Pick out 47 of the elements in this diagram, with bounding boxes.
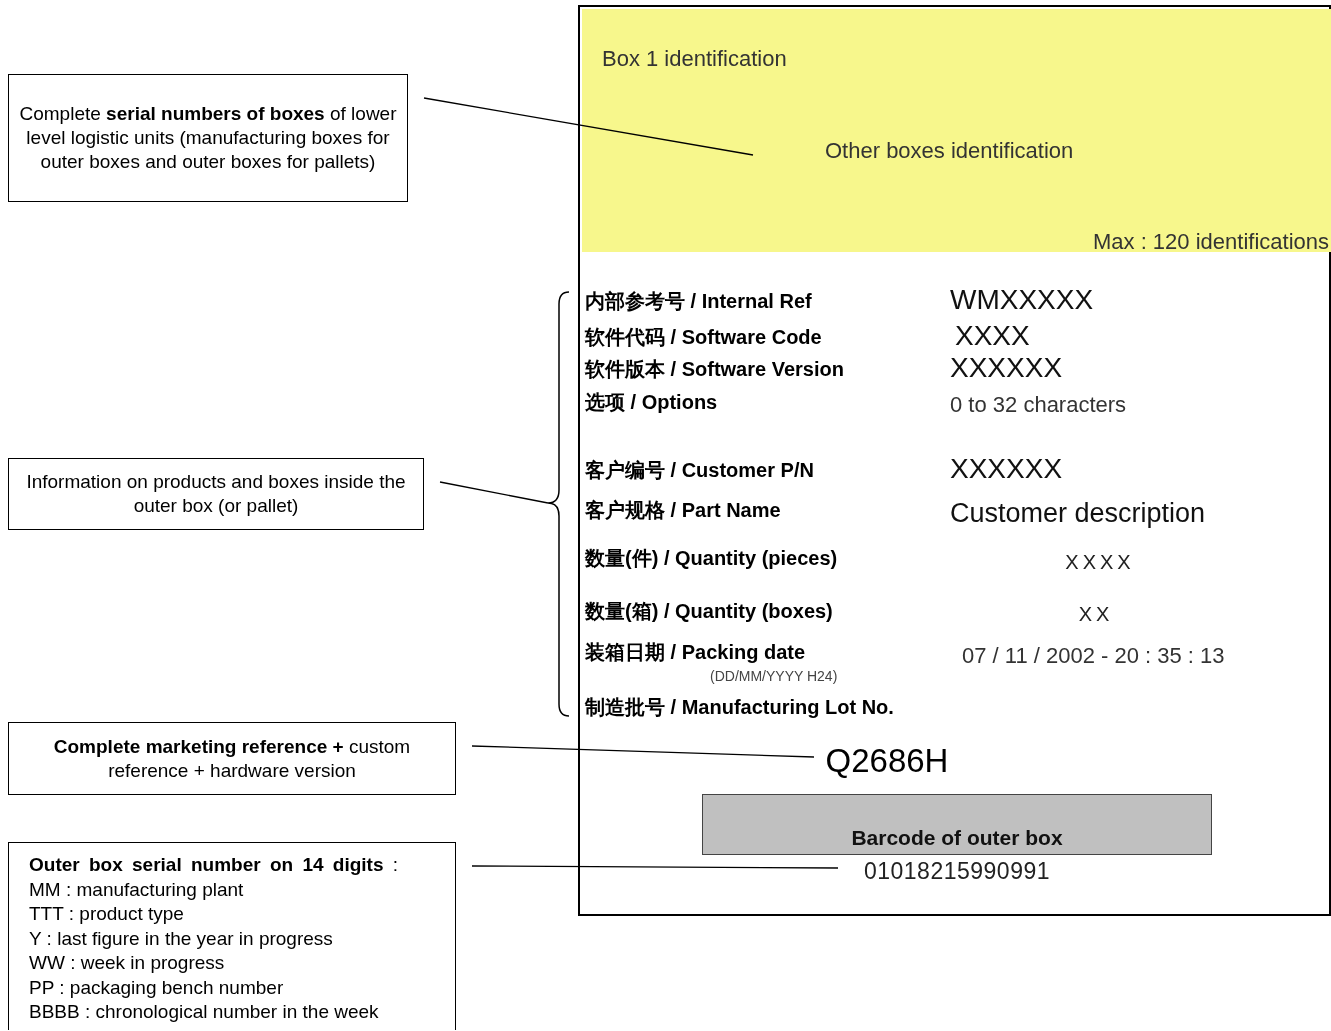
barcode-bar — [702, 794, 1212, 855]
barcode-caption: Barcode of outer box — [851, 824, 1063, 851]
field-name: 制造批号 / Manufacturing Lot No. — [585, 695, 894, 720]
callout-text: WW : week in progress — [29, 951, 226, 975]
field-value: XXXXXX — [950, 351, 1063, 385]
callout-box — [8, 458, 424, 530]
band-text: Other boxes identification — [825, 137, 1074, 165]
callout-box — [8, 74, 408, 202]
field-value: WMXXXXX — [950, 283, 1094, 317]
field-name: 客户规格 / Part Name — [585, 498, 781, 523]
leader-line — [471, 745, 815, 758]
callout-text: PP : packaging bench number — [29, 975, 285, 1000]
field-value: XX — [1077, 602, 1115, 627]
callout-text: MM : manufacturing plant — [29, 877, 245, 902]
leader-line — [423, 97, 754, 156]
callout-box — [8, 722, 456, 795]
field-name: 装箱日期 / Packing date — [585, 640, 806, 665]
callout-text: Outer box serial number on 14 digits : — [29, 853, 400, 877]
callout-text: Complete marketing reference + custom reference + hardware version — [52, 734, 412, 783]
field-value: XXXX — [1064, 550, 1136, 575]
label-panel — [578, 5, 1331, 916]
format-hint: (DD/MM/YYYY H24) — [710, 667, 838, 686]
callout-text: Y : last figure in the year in progress — [29, 926, 334, 951]
leader-line — [439, 481, 549, 504]
field-name: 数量(箱) / Quantity (boxes) — [585, 599, 833, 624]
callout-box — [8, 842, 456, 1030]
band-heading: Box 1 identification — [602, 45, 787, 73]
callout-text: Information on products and boxes inside the outer box (or pallet) — [25, 470, 407, 518]
field-name: 软件代码 / Software Code — [585, 325, 822, 350]
field-value: XXXXXX — [950, 452, 1063, 486]
band-note: Max : 120 identifications — [1092, 228, 1329, 256]
field-value: 07 / 11 / 2002 - 20 : 35 : 13 — [962, 642, 1225, 670]
field-name: 数量(件) / Quantity (pieces) — [585, 546, 838, 571]
field-value: 0 to 32 characters — [950, 391, 1127, 419]
field-name: 内部参考号 / Internal Ref — [585, 289, 812, 314]
callout-text: BBBB : chronological number in the week — [29, 1000, 380, 1024]
reference-code: Q2686H — [815, 740, 959, 782]
callout-text: TTT : product type — [29, 902, 185, 926]
field-name: 客户编号 / Customer P/N — [585, 458, 814, 483]
leader-line — [471, 865, 839, 869]
field-name: 选项 / Options — [585, 390, 718, 415]
field-value: XXXX — [955, 319, 1030, 353]
identification-band — [582, 9, 1331, 252]
callout-text: Complete serial numbers of boxes of lower level logistic units (manufacturing boxes for outer boxes and outer boxes for pallets) — [18, 102, 398, 174]
field-value: Customer description — [950, 497, 1206, 530]
field-name: 软件版本 / Software Version — [585, 357, 844, 382]
serial-number: 01018215990991 — [840, 857, 1074, 885]
